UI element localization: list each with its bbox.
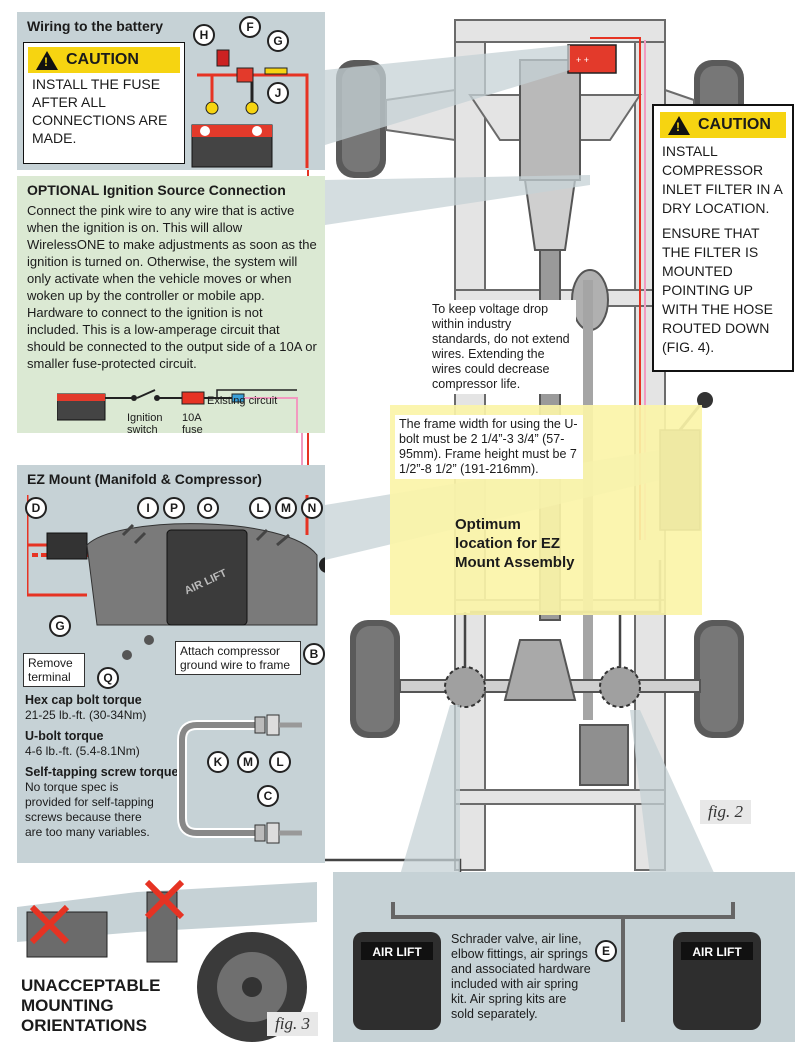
existing-circuit-label: Existing circuit [207,395,278,407]
caution-label: CAUTION [66,51,139,68]
hex-torque-label: Hex cap bolt torque [25,693,142,707]
ubolt-torque-value: 4-6 lb.-ft. (5.4-8.1Nm) [25,744,140,758]
caution-header: CAUTION [660,112,786,138]
battery-wiring-drawing [191,49,309,168]
remove-terminal-tag: Remove terminal [23,653,85,687]
screw-torque-value: No torque spec is provided for self-tapp… [25,780,154,839]
caution-text-1: INSTALL COMPRESSOR INLET FILTER IN A DRY… [662,143,783,216]
frame-width-note: The frame width for using the U-bolt mus… [395,415,583,479]
callout-g: G [267,30,289,52]
callout-m: M [275,497,297,519]
air-spring-note: Schrader valve, air line, elbow fittings… [451,932,591,1021]
ignition-switch-label: Ignition switch [127,412,163,436]
callout-b: B [303,643,325,665]
callout-o: O [197,497,219,519]
callout-q: Q [97,667,119,689]
torque-specs: Hex cap bolt torque 21-25 lb.-ft. (30-34… [25,693,185,840]
hex-torque-value: 21-25 lb.-ft. (30-34Nm) [25,708,147,722]
unacceptable-title: UNACCEPTABLE MOUNTING ORIENTATIONS [21,976,161,1035]
fuse-label: 10A fuse [182,412,203,436]
fuse-caution: CAUTION INSTALL THE FUSE AFTER ALL CONNE… [23,42,185,164]
callout-d: D [25,497,47,519]
warning-icon [668,115,690,135]
ubolt-drawing [177,714,302,844]
warning-icon [36,50,58,70]
callout-k: K [207,751,229,773]
caution-label: CAUTION [698,116,771,133]
callout-l-ubolt: L [269,751,291,773]
battery-wiring-panel: Wiring to the battery CAUTION INSTALL TH… [17,12,325,170]
ez-mount-title: EZ Mount (Manifold & Compressor) [27,471,262,487]
wheel-rear-right [694,620,744,738]
ignition-panel: OPTIONAL Ignition Source Connection Conn… [17,176,325,436]
callout-p: P [163,497,185,519]
callout-i: I [137,497,159,519]
callout-h: H [193,24,215,46]
ubolt-torque-label: U-bolt torque [25,729,104,743]
callout-f: F [239,16,261,38]
optimum-label: Optimum location for EZ Mount Assembly [455,516,575,571]
callout-m-ubolt: M [237,751,259,773]
spring-brand-left: AIR LIFT [372,945,422,959]
ignition-circuit-drawing [57,389,298,433]
ignition-panel-title: OPTIONAL Ignition Source Connection [27,182,286,198]
wheel-rear-left [350,620,400,738]
callout-l: L [249,497,271,519]
battery-panel-title: Wiring to the battery [27,18,163,34]
callout-e: E [595,940,617,962]
caution-header: CAUTION [28,47,180,73]
inlet-filter-caution: CAUTION INSTALL COMPRESSOR INLET FILTER … [652,104,794,372]
callout-n: N [301,497,323,519]
fuse-caution-text: INSTALL THE FUSE AFTER ALL CONNECTIONS A… [32,76,168,146]
air-spring-panel: AIR LIFT AIR LIFT E Schrader valve, air … [333,872,795,1042]
spring-brand-right: AIR LIFT [692,945,742,959]
callout-g: G [49,615,71,637]
air-spring-drawing [353,902,761,1030]
callout-c: C [257,785,279,807]
screw-torque-label: Self-tapping screw torque [25,765,179,779]
ignition-body: Connect the pink wire to any wire that i… [27,203,317,371]
unacceptable-panel: UNACCEPTABLE MOUNTING ORIENTATIONS fig. … [17,872,325,1042]
svg-text:+ +: + + [576,55,589,65]
ground-wire-tag: Attach compressor ground wire to frame [175,641,301,675]
ez-mount-panel: EZ Mount (Manifold & Compressor) AIR LIF… [17,465,325,863]
manifold-compressor-drawing: AIR LIFT [27,495,325,660]
fig2-label: fig. 2 [700,800,751,824]
fig3-label: fig. 3 [267,1012,318,1036]
voltage-drop-note: To keep voltage drop within industry sta… [428,300,576,394]
callout-j: J [267,82,289,104]
caution-text-2: ENSURE THAT THE FILTER IS MOUNTED POINTI… [662,225,773,355]
frame-battery: + + [567,44,617,74]
